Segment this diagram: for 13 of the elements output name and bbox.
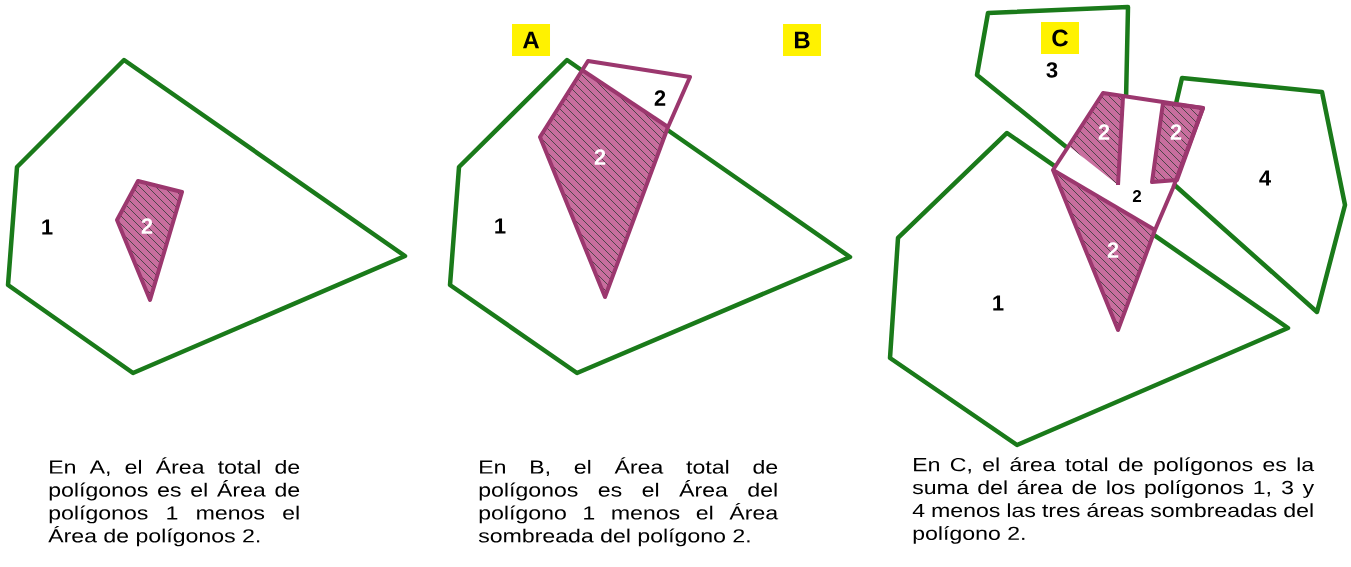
- letter-badge: A: [512, 24, 550, 56]
- polygon-number: 1: [42, 219, 53, 235]
- polygon-number: 2: [654, 90, 666, 106]
- caption-text: En C, el área total de polígonos es la suma del área de los polígonos 1, 3 y 4 menos las tres áreas sombreadas del polígono 2.: [912, 457, 1315, 544]
- letter-badge: B: [783, 24, 821, 56]
- polygon-number: 3: [1046, 62, 1058, 78]
- polygon-number: 2: [1132, 190, 1142, 202]
- polygon-number: 4: [1259, 170, 1271, 186]
- polygon-number: 1: [495, 218, 506, 234]
- caption-text: En B, el Área total de polígonos es el Área del polígono 1 menos el Área sombreada del polígono 2.: [478, 457, 779, 547]
- caption-text: En A, el Área total de polígonos es el Área de polígonos 1 menos el Área de polígonos 2.: [48, 457, 300, 547]
- letter-badge: C: [1041, 22, 1079, 54]
- polygon-number: 1: [993, 295, 1004, 311]
